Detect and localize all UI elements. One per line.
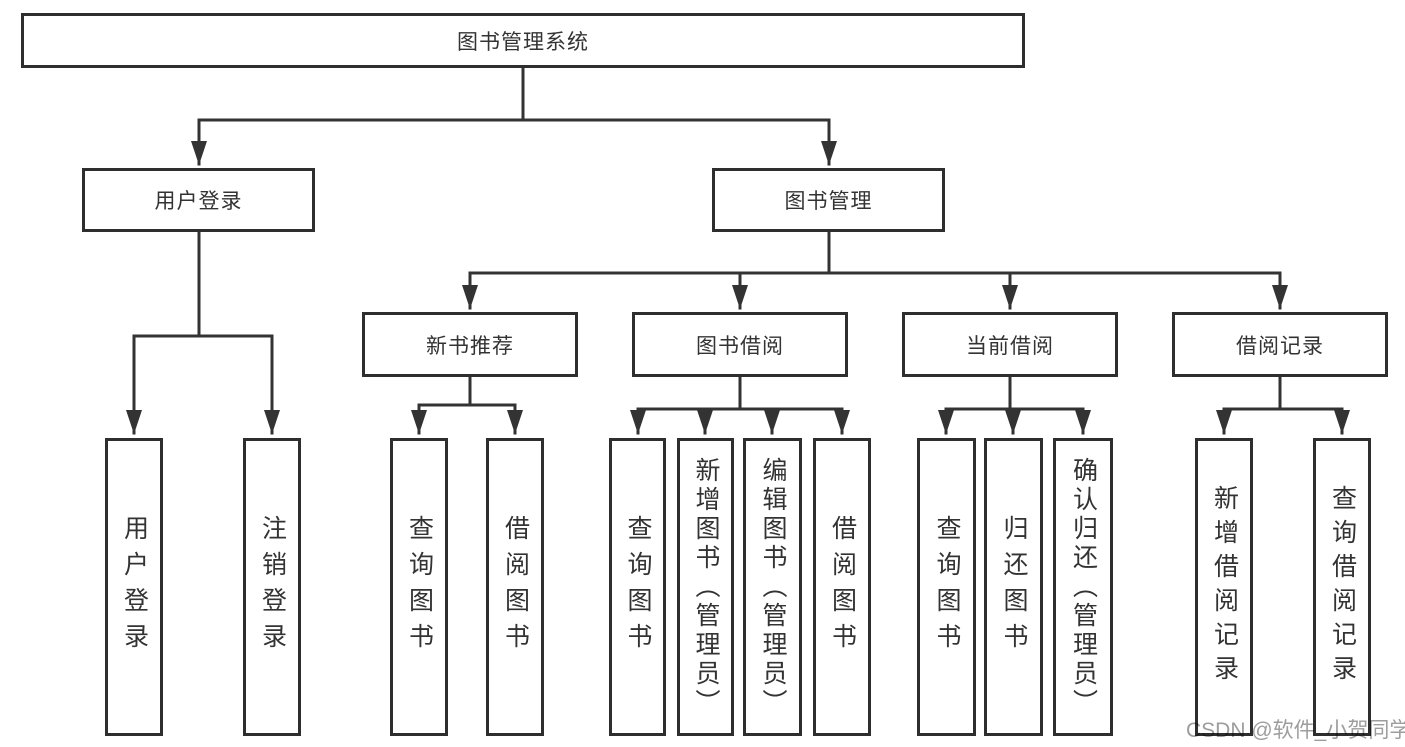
node-book-management: 图书管理	[712, 168, 945, 232]
leaf-borrow-books-borrowing: 借阅图书	[813, 438, 871, 736]
leaf-query-books-current: 查询图书	[917, 438, 976, 736]
leaf-edit-book-admin: 编辑图书（管理员）	[743, 438, 802, 736]
node-new-book-recommend: 新书推荐	[362, 312, 578, 377]
leaf-query-books-recommend: 查询图书	[390, 438, 448, 736]
node-user-login: 用户登录	[82, 168, 315, 232]
leaf-user-login: 用户登录	[105, 438, 163, 736]
leaf-query-borrow-record: 查询借阅记录	[1313, 438, 1371, 736]
leaf-logout: 注销登录	[243, 438, 301, 736]
node-borrowing-records: 借阅记录	[1172, 312, 1388, 377]
watermark: CSDN @软件_小贺同学	[1186, 719, 1405, 742]
leaf-return-books: 归还图书	[984, 438, 1043, 736]
leaf-confirm-return-admin: 确认归还（管理员）	[1053, 438, 1113, 736]
leaf-add-book-admin: 新增图书（管理员）	[677, 438, 734, 736]
node-current-borrowing: 当前借阅	[902, 312, 1118, 377]
leaf-query-books-borrowing: 查询图书	[609, 438, 666, 736]
node-book-borrowing: 图书借阅	[632, 312, 848, 377]
node-root: 图书管理系统	[21, 13, 1025, 68]
leaf-add-borrow-record: 新增借阅记录	[1195, 438, 1253, 736]
leaf-borrow-books-recommend: 借阅图书	[486, 438, 544, 736]
